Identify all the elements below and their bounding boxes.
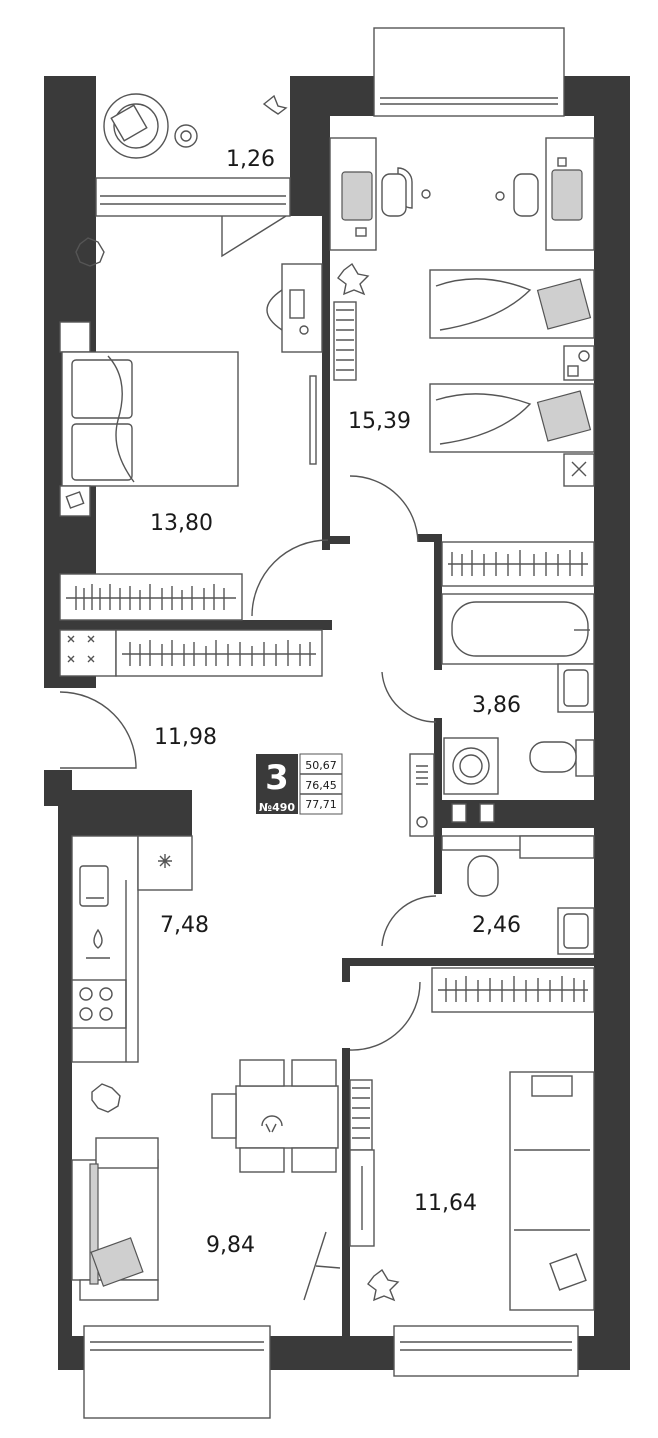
room-area-living: 9,84 — [206, 1233, 255, 1258]
area-living: 50,67 — [305, 759, 337, 772]
room-area-toilet: 2,46 — [472, 913, 521, 938]
area-total: 76,45 — [305, 779, 337, 792]
small-bedroom-furniture — [349, 967, 595, 1311]
apartment-badge: 3 №490 50,67 76,45 77,71 — [256, 753, 343, 815]
room-area-small-bedroom: 11,64 — [414, 1191, 477, 1216]
room-area-master-bedroom: 13,80 — [150, 511, 213, 536]
kitchen-furniture — [71, 835, 193, 1063]
room-area-balcony: 1,26 — [226, 147, 275, 172]
wardrobe-hangers-2 — [122, 640, 316, 666]
room-area-kitchen: 7,48 — [160, 913, 209, 938]
kids-bedroom-furniture — [329, 137, 595, 487]
rooms-count: 3 — [265, 758, 289, 798]
room-area-kids-bedroom: 15,39 — [348, 409, 411, 434]
wardrobe-hangers-1 — [66, 584, 236, 610]
living-furniture — [71, 1059, 341, 1301]
balcony-furniture — [103, 93, 288, 159]
doors — [59, 215, 437, 1051]
room-labels: 1,26 13,80 15,39 11,98 3,86 7,48 2,46 9,… — [150, 147, 521, 1258]
master-bedroom-furniture — [59, 237, 323, 677]
room-area-hallway: 11,98 — [154, 725, 217, 750]
toilet-fixtures — [441, 835, 595, 955]
room-area-bathroom: 3,86 — [472, 693, 521, 718]
apartment-number: №490 — [259, 801, 296, 814]
bathroom-fixtures — [409, 541, 595, 837]
area-total-with-balcony: 77,71 — [305, 798, 337, 811]
windows — [83, 27, 579, 1419]
